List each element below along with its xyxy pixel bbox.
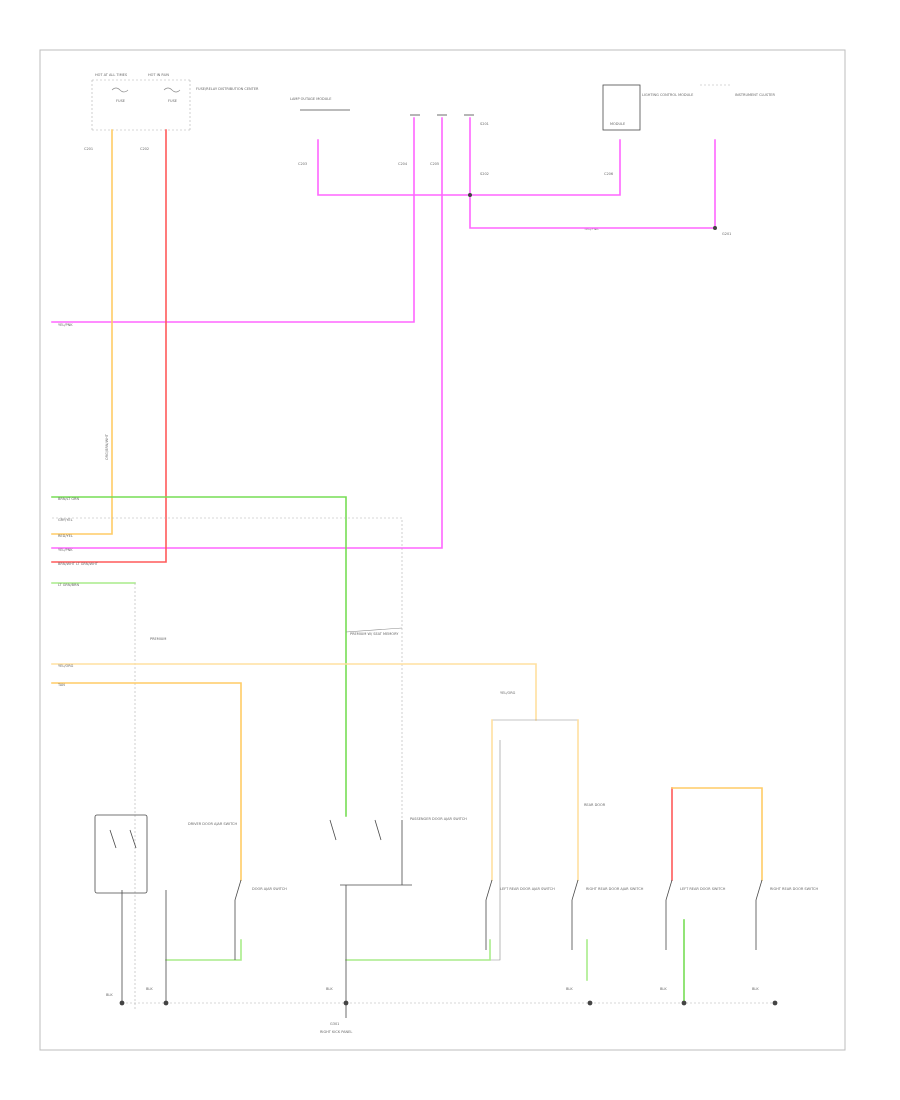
- bus-label-2: GRY/YEL: [58, 518, 73, 522]
- passenger-door-switch-group: PASSENGER DOOR AJAR SWITCH: [329, 817, 467, 1003]
- red-wire-fuse: [51, 129, 167, 563]
- tan-right-label: YEL/ORG: [500, 691, 516, 695]
- bottom-connector-6: BLK: [752, 987, 759, 991]
- ground-bus: G301 RIGHT KICK PANEL BLK BLK BLK BLK BL…: [106, 987, 778, 1034]
- fuse-left-label: FUSE: [116, 99, 125, 103]
- connector-c1: C201: [84, 147, 93, 151]
- green-wire-passenger: [345, 939, 491, 961]
- ground-top-label: G201: [722, 232, 731, 236]
- fuse-panel-right-label: HOT IN RUN: [148, 73, 169, 77]
- connector-c6: C206: [604, 172, 613, 176]
- top-right-pink-label: YEL/PNK: [584, 227, 599, 231]
- module-right-top-label: LIGHTING CONTROL MODULE: [642, 93, 693, 97]
- ground-sub-label: RIGHT KICK PANEL: [320, 1030, 352, 1034]
- bus-label-6: LT GRN/BRN: [58, 583, 79, 587]
- diagram-frame: [39, 49, 846, 1051]
- pink-wire-vertical-1: [51, 117, 415, 323]
- mid-label: PREMIUM: [150, 637, 166, 641]
- bus-label-1: BRN/LT GRN: [58, 497, 79, 501]
- pink-wire-top-left: [317, 139, 471, 196]
- orange-wire-rear-loop: [671, 787, 763, 881]
- driver-door-switch-group: DRIVER DOOR AJAR SWITCH DOOR AJAR SWITCH: [94, 814, 287, 1003]
- fuse-right-label: FUSE: [168, 99, 177, 103]
- switch-3-name: LEFT REAR DOOR AJAR SWITCH: [500, 887, 555, 891]
- bottom-connector-5: BLK: [660, 987, 667, 991]
- switch-2-name: PASSENGER DOOR AJAR SWITCH: [410, 817, 467, 821]
- fuse-panel: HOT AT ALL TIMES HOT IN RUN FUSE FUSE FU…: [84, 73, 259, 151]
- mid-label-2: PREMIUM W/ SEAT MEMORY: [350, 632, 399, 636]
- green-wire-driver: [165, 939, 242, 961]
- pink-run-label: YEL/PNK: [58, 323, 73, 327]
- gray-dashed-wire: [52, 517, 403, 820]
- tan-wire-long: [51, 663, 537, 721]
- switch-1-tag: DOOR AJAR SWITCH: [252, 887, 287, 891]
- module-left-label: LAMP OUTAGE MODULE: [290, 97, 331, 101]
- lamp-outage-module: LAMP OUTAGE MODULE C203 S201 S202 C204 C…: [290, 97, 489, 176]
- splice-right-label: S202: [480, 172, 489, 176]
- bus-label-4: YEL/PNK: [58, 548, 73, 552]
- switch-1-name: DRIVER DOOR AJAR SWITCH: [188, 822, 237, 826]
- lighting-control-module: LIGHTING CONTROL MODULE MODULE C206 INST…: [584, 84, 775, 236]
- switch-5-name: LEFT REAR DOOR SWITCH: [680, 887, 726, 891]
- bottom-connector-3: BLK: [326, 987, 333, 991]
- module-far-right-label: INSTRUMENT CLUSTER: [735, 93, 775, 97]
- bottom-connector-2: BLK: [146, 987, 153, 991]
- left-bottom-label-1: YEL/ORG: [58, 664, 74, 668]
- bus-label-3: RED/YEL: [58, 534, 73, 538]
- green-wire-bus: [51, 496, 347, 817]
- connector-c2: C202: [140, 147, 149, 151]
- fuse-panel-left-label: HOT AT ALL TIMES: [95, 73, 128, 77]
- connector-c4: C204: [398, 162, 408, 166]
- orange-wire-fuse: [51, 129, 113, 535]
- switch-4-tag: REAR DOOR: [584, 803, 606, 807]
- pink-wire-to-module: [469, 117, 621, 196]
- splice-top-label: S201: [480, 122, 489, 126]
- bottom-connector-1: BLK: [106, 993, 113, 997]
- connector-c5: C205: [430, 162, 439, 166]
- bottom-connector-4: BLK: [566, 987, 573, 991]
- left-bottom-label-2: TAN: [57, 683, 65, 687]
- rear-door-switches: LEFT REAR DOOR AJAR SWITCH RIGHT REAR DO…: [485, 803, 818, 950]
- left-bus-labels: BRN/LT GRN GRY/YEL RED/YEL YEL/PNK BRN/W…: [58, 497, 99, 587]
- orange-vertical-label: ORG/BRN/WHT: [105, 433, 109, 460]
- bus-label-5: BRN/WHT LT GRN/WHT: [58, 562, 99, 566]
- switch-4-name: RIGHT REAR DOOR AJAR SWITCH: [586, 887, 644, 891]
- pink-wire-vertical-2: [51, 117, 443, 549]
- orange-wire-lower: [51, 682, 242, 881]
- module-right-box-label: MODULE: [610, 122, 625, 126]
- connector-c3: C203: [298, 162, 307, 166]
- ground-label: G301: [330, 1022, 339, 1026]
- fuse-box-name: FUSE/RELAY DISTRIBUTION CENTER: [196, 87, 259, 91]
- switch-6-name: RIGHT REAR DOOR SWITCH: [770, 887, 818, 891]
- pink-wire-to-cluster: [469, 139, 716, 229]
